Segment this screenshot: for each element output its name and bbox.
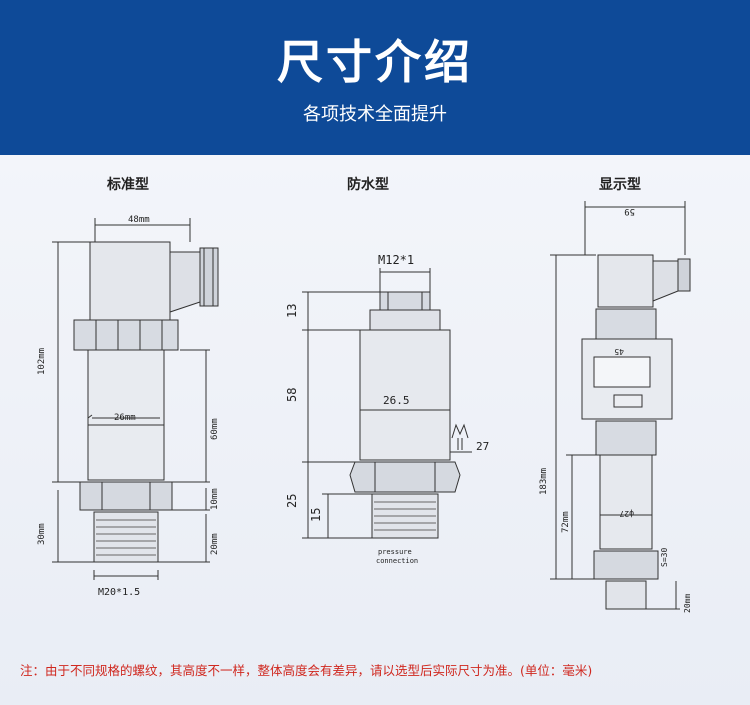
- waterproof-type-title: 防水型: [347, 177, 389, 193]
- dim-diameter: 26.5: [383, 394, 410, 407]
- dim-top: 13: [285, 304, 299, 318]
- waterproof-type-drawing: M12*1 13 58 26.5 27 25 15 pressure conne…: [285, 253, 489, 565]
- dim-thread-short: 20mm: [210, 533, 220, 555]
- dim-thread-len: 15: [309, 508, 323, 522]
- display-type-drawing: 59 45 183mm ф27 72mm S=30 20mm: [539, 201, 692, 613]
- port-label-2: connection: [376, 557, 418, 565]
- standard-type-drawing: 48mm 102mm 26mm 60mm 10mm 30mm 20mm M20*…: [37, 215, 220, 598]
- dim-thread-len: 20mm: [683, 594, 692, 613]
- dim-length: 72mm: [561, 511, 571, 533]
- dim-body: 26mm: [114, 413, 136, 423]
- dim-thread: M20*1.5: [98, 587, 140, 598]
- dim-width: 48mm: [128, 215, 150, 225]
- page-title: 尺寸介绍: [277, 35, 473, 89]
- dim-spanner: 27: [476, 440, 489, 453]
- dim-thread-len: 30mm: [37, 523, 47, 545]
- dim-hex: 10mm: [210, 488, 220, 510]
- dim-width: 59: [624, 206, 635, 216]
- dim-connector: M12*1: [378, 253, 414, 267]
- page-subtitle: 各项技术全面提升: [303, 104, 447, 125]
- dim-height: 102mm: [37, 348, 47, 375]
- port-label-1: pressure: [378, 548, 412, 556]
- dim-diameter: ф27: [619, 509, 634, 518]
- dim-length: 60mm: [210, 418, 220, 440]
- dim-spanner: S=30: [660, 548, 669, 567]
- dim-hex-len: 25: [285, 494, 299, 508]
- dim-body-len: 58: [285, 388, 299, 402]
- standard-type-title: 标准型: [107, 177, 149, 193]
- dim-display: 45: [614, 347, 624, 356]
- footnote: 注：由于不同规格的螺纹，其高度不一样，整体高度会有差异，请以选型后实际尺寸为准。…: [20, 663, 593, 678]
- dim-height: 183mm: [539, 468, 549, 495]
- display-type-title: 显示型: [599, 177, 641, 193]
- header-banner: 尺寸介绍 各项技术全面提升: [0, 0, 750, 155]
